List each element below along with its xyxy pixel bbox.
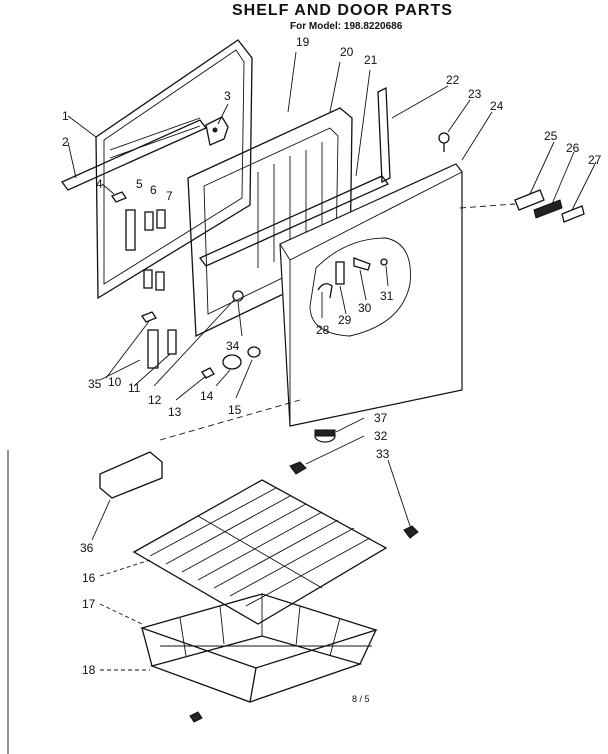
callout-12: 12 bbox=[148, 393, 162, 407]
shelf-clips bbox=[289, 461, 419, 539]
shelf-rod bbox=[60, 119, 208, 191]
callout-36: 36 bbox=[80, 541, 94, 555]
callout-19: 19 bbox=[296, 35, 310, 49]
page-number: 8 / 5 bbox=[352, 694, 370, 704]
callout-17: 17 bbox=[82, 597, 96, 611]
door-gasket bbox=[95, 39, 253, 300]
wire-shelf bbox=[132, 479, 388, 625]
wire-basket bbox=[139, 593, 379, 723]
callout-labels: 1 2 3 4 5 6 7 10 11 12 13 14 15 16 17 18… bbox=[62, 35, 602, 677]
callout-25: 25 bbox=[544, 129, 558, 143]
callout-24: 24 bbox=[490, 99, 504, 113]
callout-1: 1 bbox=[62, 109, 69, 123]
foam-block bbox=[99, 451, 163, 499]
callout-11: 11 bbox=[128, 381, 141, 395]
callout-20: 20 bbox=[340, 45, 354, 59]
callout-13: 13 bbox=[168, 405, 182, 419]
knob-assembly bbox=[201, 346, 261, 379]
callout-22: 22 bbox=[446, 73, 460, 87]
callout-5: 5 bbox=[136, 177, 143, 191]
leader-lines bbox=[67, 51, 597, 671]
callout-28: 28 bbox=[316, 323, 330, 337]
callout-18: 18 bbox=[82, 663, 96, 677]
callout-21: 21 bbox=[364, 53, 378, 67]
callout-30: 30 bbox=[358, 301, 372, 315]
callout-16: 16 bbox=[82, 571, 96, 585]
diagram-title: SHELF AND DOOR PARTS bbox=[232, 2, 453, 19]
bumper bbox=[314, 429, 336, 443]
callout-37: 37 bbox=[374, 411, 388, 425]
door-screw bbox=[438, 132, 450, 152]
callout-6: 6 bbox=[150, 183, 157, 197]
callout-29: 29 bbox=[338, 313, 352, 327]
callout-34: 34 bbox=[226, 339, 240, 353]
nameplate-parts bbox=[459, 189, 585, 223]
callout-14: 14 bbox=[200, 389, 214, 403]
side-trim-strip bbox=[377, 86, 391, 184]
callout-27: 27 bbox=[588, 153, 602, 167]
model-number: For Model: 198.8220686 bbox=[290, 21, 403, 32]
door-handle-bar bbox=[198, 175, 390, 267]
hinge-bracket bbox=[205, 116, 229, 146]
callout-10: 10 bbox=[108, 375, 122, 389]
callout-35: 35 bbox=[88, 377, 102, 391]
callout-32: 32 bbox=[374, 429, 388, 443]
callout-23: 23 bbox=[468, 87, 482, 101]
callout-7: 7 bbox=[166, 189, 173, 203]
callout-4: 4 bbox=[96, 177, 103, 191]
hinge-small-parts bbox=[111, 191, 244, 369]
callout-15: 15 bbox=[228, 403, 242, 417]
callout-2: 2 bbox=[62, 135, 69, 149]
latch-cutaway bbox=[309, 237, 411, 337]
callout-26: 26 bbox=[566, 141, 580, 155]
callout-33: 33 bbox=[376, 447, 390, 461]
outer-door-panel bbox=[279, 163, 463, 427]
callout-3: 3 bbox=[224, 89, 231, 103]
callout-31: 31 bbox=[380, 289, 394, 303]
